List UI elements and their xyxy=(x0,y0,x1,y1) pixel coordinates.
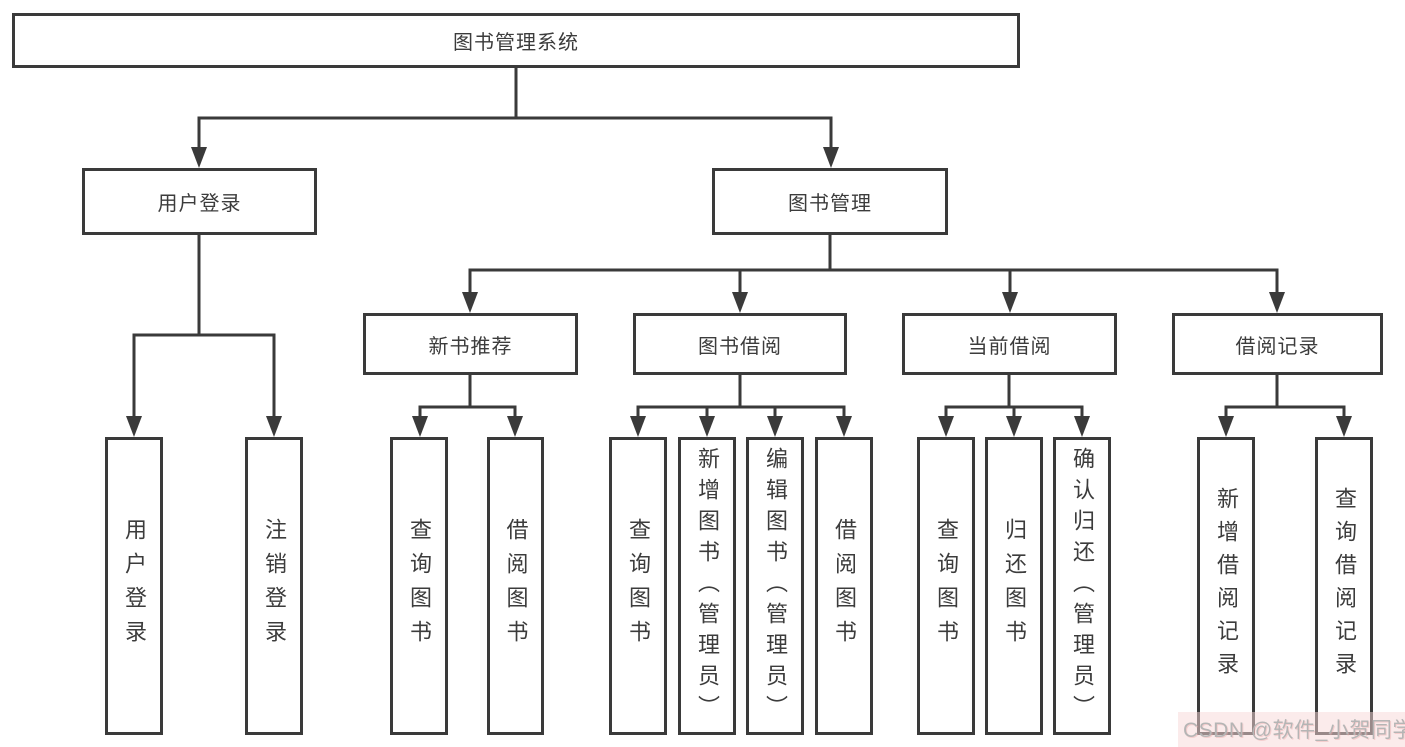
node-query-books-recommend: 查询图书 xyxy=(390,437,448,735)
node-label: 新增借阅记录 xyxy=(1214,487,1239,685)
node-label: 新书推荐 xyxy=(428,335,513,358)
node-new-book-recommend: 新书推荐 xyxy=(363,313,578,375)
watermark-text: CSDN @软件_小贺同学 xyxy=(1183,719,1405,742)
node-borrow-records: 借阅记录 xyxy=(1172,313,1383,375)
node-label: 查询图书 xyxy=(407,518,432,654)
node-label: 借阅图书 xyxy=(832,518,857,654)
node-add-borrow-record: 新增借阅记录 xyxy=(1197,437,1255,735)
node-borrow-books-recommend: 借阅图书 xyxy=(487,437,544,735)
node-label: 当前借阅 xyxy=(967,335,1052,358)
node-user-login: 用户登录 xyxy=(82,168,317,235)
node-label: 用户登录 xyxy=(157,193,242,215)
node-label: 查询图书 xyxy=(934,518,959,654)
node-add-books-admin: 新增图书（管理员） xyxy=(678,437,736,735)
node-label: 图书管理系统 xyxy=(453,32,579,54)
node-label: 用户登录 xyxy=(122,518,147,654)
node-edit-books-admin: 编辑图书（管理员） xyxy=(746,437,804,735)
node-user-login-leaf: 用户登录 xyxy=(105,437,163,735)
node-library-management-system: 图书管理系统 xyxy=(12,13,1020,68)
node-query-books-borrowing: 查询图书 xyxy=(609,437,667,735)
node-label: 确认归还（管理员） xyxy=(1070,446,1095,726)
node-label: 查询借阅记录 xyxy=(1332,487,1357,685)
node-label: 新增图书（管理员） xyxy=(695,446,720,726)
node-return-books: 归还图书 xyxy=(985,437,1043,735)
node-label: 图书借阅 xyxy=(698,335,782,358)
node-query-books-current: 查询图书 xyxy=(917,437,975,735)
node-label: 查询图书 xyxy=(626,518,651,654)
node-label: 编辑图书（管理员） xyxy=(763,446,788,726)
node-confirm-return-admin: 确认归还（管理员） xyxy=(1053,437,1111,735)
node-label: 借阅图书 xyxy=(503,518,529,654)
node-label: 图书管理 xyxy=(788,193,872,215)
node-label: 注销登录 xyxy=(262,518,287,654)
node-book-borrowing: 图书借阅 xyxy=(633,313,847,375)
node-book-management: 图书管理 xyxy=(712,168,948,235)
node-query-borrow-record: 查询借阅记录 xyxy=(1315,437,1373,735)
node-label: 归还图书 xyxy=(1002,518,1027,654)
node-borrow-books-borrowing: 借阅图书 xyxy=(815,437,873,735)
node-logout-leaf: 注销登录 xyxy=(245,437,303,735)
node-label: 借阅记录 xyxy=(1235,335,1320,358)
node-current-borrowing: 当前借阅 xyxy=(902,313,1117,375)
